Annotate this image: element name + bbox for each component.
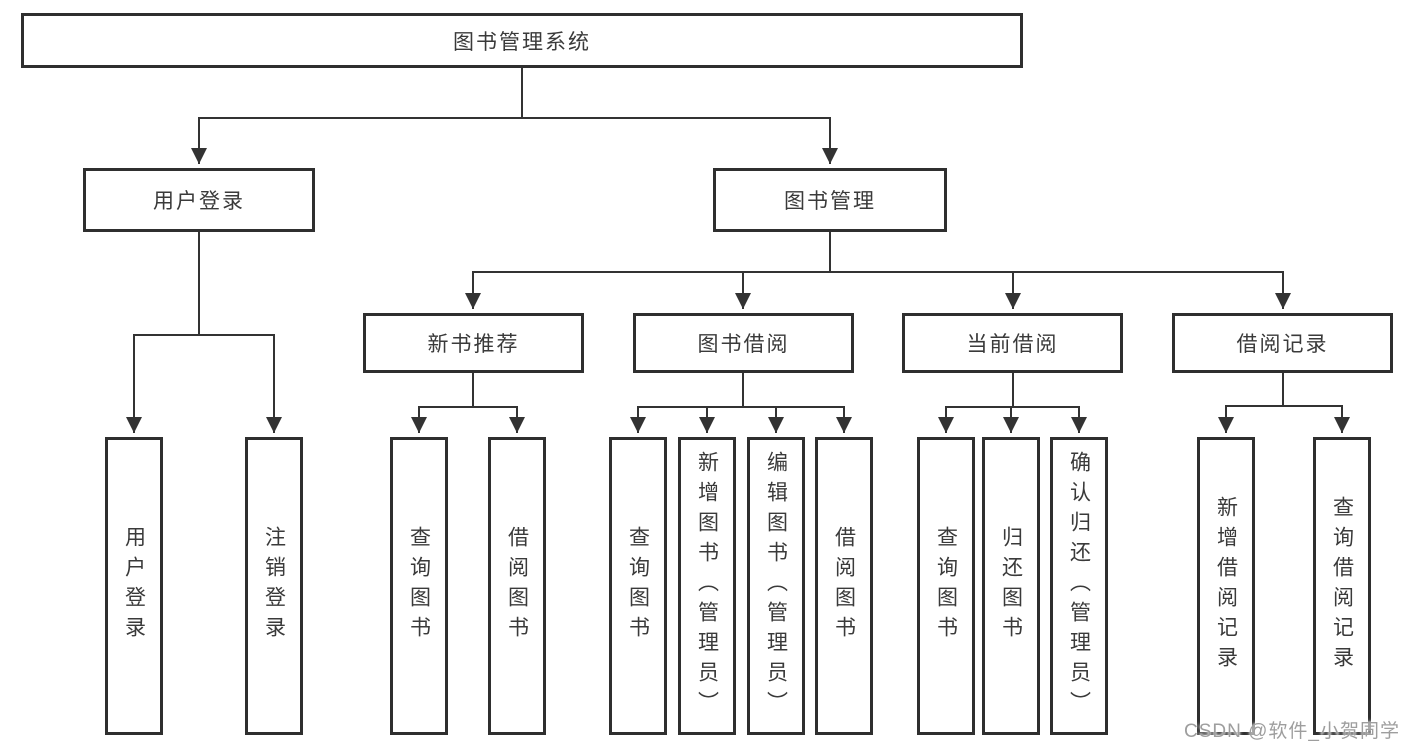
node-current-borrow: 当前借阅	[902, 313, 1123, 373]
node-label: 注销登录	[262, 526, 286, 646]
node-leaf-return-book: 归还图书	[982, 437, 1040, 735]
node-leaf-query-book-current: 查询图书	[917, 437, 975, 735]
node-label: 新增借阅记录	[1214, 496, 1238, 676]
node-leaf-query-borrow-record: 查询借阅记录	[1313, 437, 1371, 735]
node-label: 查询借阅记录	[1330, 496, 1354, 676]
node-label: 借阅记录	[1236, 333, 1329, 356]
node-label: 图书管理	[784, 190, 876, 213]
node-label: 用户登录	[153, 190, 245, 213]
node-book-management: 图书管理	[713, 168, 947, 232]
node-leaf-borrow-book: 借阅图书	[815, 437, 873, 735]
node-book-borrow: 图书借阅	[633, 313, 854, 373]
node-label: 查询图书	[934, 526, 958, 646]
node-root-system: 图书管理系统	[21, 13, 1023, 68]
node-leaf-query-book-borrow: 查询图书	[609, 437, 667, 735]
node-label: 新书推荐	[427, 333, 520, 356]
node-leaf-confirm-return-admin: 确认归还（管理员）	[1050, 437, 1108, 735]
node-leaf-edit-book-admin: 编辑图书（管理员）	[747, 437, 805, 735]
csdn-watermark: CSDN @软件_小贺同学	[1184, 721, 1400, 742]
node-leaf-add-book-admin: 新增图书（管理员）	[678, 437, 736, 735]
node-user-login: 用户登录	[83, 168, 315, 232]
node-label: 图书借阅	[697, 333, 790, 356]
node-new-book-recommend: 新书推荐	[363, 313, 584, 373]
node-label: 新增图书（管理员）	[695, 451, 719, 721]
node-leaf-logout: 注销登录	[245, 437, 303, 735]
node-label: 归还图书	[999, 526, 1023, 646]
node-label: 编辑图书（管理员）	[764, 451, 788, 721]
node-leaf-add-borrow-record: 新增借阅记录	[1197, 437, 1255, 735]
node-borrow-record: 借阅记录	[1172, 313, 1393, 373]
node-leaf-user-login: 用户登录	[105, 437, 163, 735]
node-label: 查询图书	[407, 526, 431, 646]
node-label: 确认归还（管理员）	[1067, 451, 1091, 721]
node-label: 当前借阅	[966, 333, 1059, 356]
node-leaf-borrow-book-recommend: 借阅图书	[488, 437, 546, 735]
node-label: 图书管理系统	[453, 30, 591, 54]
node-label: 借阅图书	[505, 526, 529, 646]
node-leaf-query-book-recommend: 查询图书	[390, 437, 448, 735]
node-label: 借阅图书	[832, 526, 856, 646]
node-label: 查询图书	[626, 526, 650, 646]
node-label: 用户登录	[122, 526, 146, 646]
